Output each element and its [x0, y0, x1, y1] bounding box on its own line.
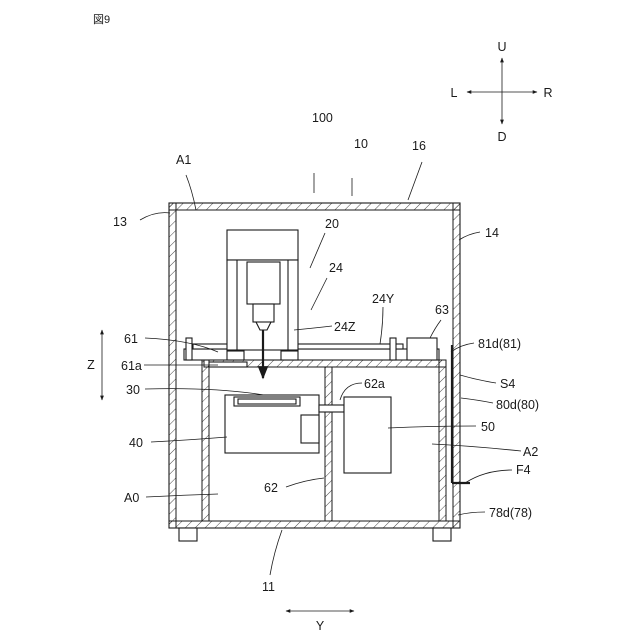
- label-hole-80d: 80d(80): [496, 398, 539, 412]
- spindle-head: [227, 230, 298, 260]
- case-step: [301, 415, 319, 443]
- z-axis-indicator: Z: [87, 330, 102, 400]
- label-rail-block-63: 63: [435, 303, 449, 317]
- shaft-62a: [319, 405, 344, 412]
- spindle-base-block: [227, 351, 244, 360]
- label-moving-unit-24: 24: [329, 261, 343, 275]
- feet: [179, 528, 451, 541]
- table-part-61a: [209, 362, 247, 367]
- table-plate: [184, 349, 439, 360]
- label-control-box-50: 50: [481, 420, 495, 434]
- top-wall: [169, 203, 460, 210]
- holder-and-case: [225, 395, 391, 473]
- label-table-61: 61: [124, 332, 138, 346]
- label-side-member-s4: S4: [500, 377, 515, 391]
- spindle-unit: [227, 230, 298, 378]
- bottom-wall: [169, 521, 460, 528]
- left-rail-post: [186, 338, 192, 360]
- direction-right-label: R: [543, 86, 552, 100]
- right-rail-post: [390, 338, 396, 360]
- y-axis-indicator: Y: [286, 611, 354, 633]
- control-box: [344, 397, 391, 473]
- spindle-chuck: [253, 304, 274, 322]
- figure-label: 図9: [93, 13, 110, 26]
- label-hole-78d: 78d(78): [489, 506, 532, 520]
- label-cable-f4: F4: [516, 463, 531, 477]
- left-wall: [169, 203, 176, 528]
- right-foot: [433, 528, 451, 541]
- label-cover-10: 10: [354, 137, 368, 151]
- label-partition-62: 62: [264, 481, 278, 495]
- direction-down-label: D: [497, 130, 506, 144]
- label-upper-area-a1: A1: [176, 153, 191, 167]
- label-y-mover-24y: 24Y: [372, 292, 395, 306]
- left-foot: [179, 528, 197, 541]
- spindle-motor: [247, 262, 280, 304]
- spindle-base-block-right: [281, 351, 298, 360]
- label-z-mover-24z: 24Z: [334, 320, 356, 334]
- direction-left-label: L: [451, 86, 458, 100]
- label-shaft-62a: 62a: [364, 377, 385, 391]
- holder: [234, 397, 300, 406]
- direction-indicator: U D L R: [451, 40, 553, 144]
- label-table-part-61a: 61a: [121, 359, 142, 373]
- label-left-wall-13: 13: [113, 215, 127, 229]
- label-top-wall-16: 16: [412, 139, 426, 153]
- z-axis-label: Z: [87, 358, 95, 372]
- lower-enclosure-right-wall: [439, 360, 446, 521]
- rail-block: [407, 338, 437, 360]
- label-lower-area-a0: A0: [124, 491, 139, 505]
- label-hole-81d: 81d(81): [478, 337, 521, 351]
- y-axis-label: Y: [316, 619, 325, 633]
- direction-up-label: U: [497, 40, 506, 54]
- label-spindle-unit-20: 20: [325, 217, 339, 231]
- label-right-area-a2: A2: [523, 445, 538, 459]
- label-machine-100: 100: [312, 111, 333, 125]
- label-base-11: 11: [262, 580, 275, 594]
- label-holder-30: 30: [126, 383, 140, 397]
- partition-wall: [325, 367, 332, 521]
- label-right-wall-14: 14: [485, 226, 499, 240]
- right-wall: [453, 203, 460, 528]
- lower-enclosure-left-wall: [202, 360, 209, 521]
- label-case-40: 40: [129, 436, 143, 450]
